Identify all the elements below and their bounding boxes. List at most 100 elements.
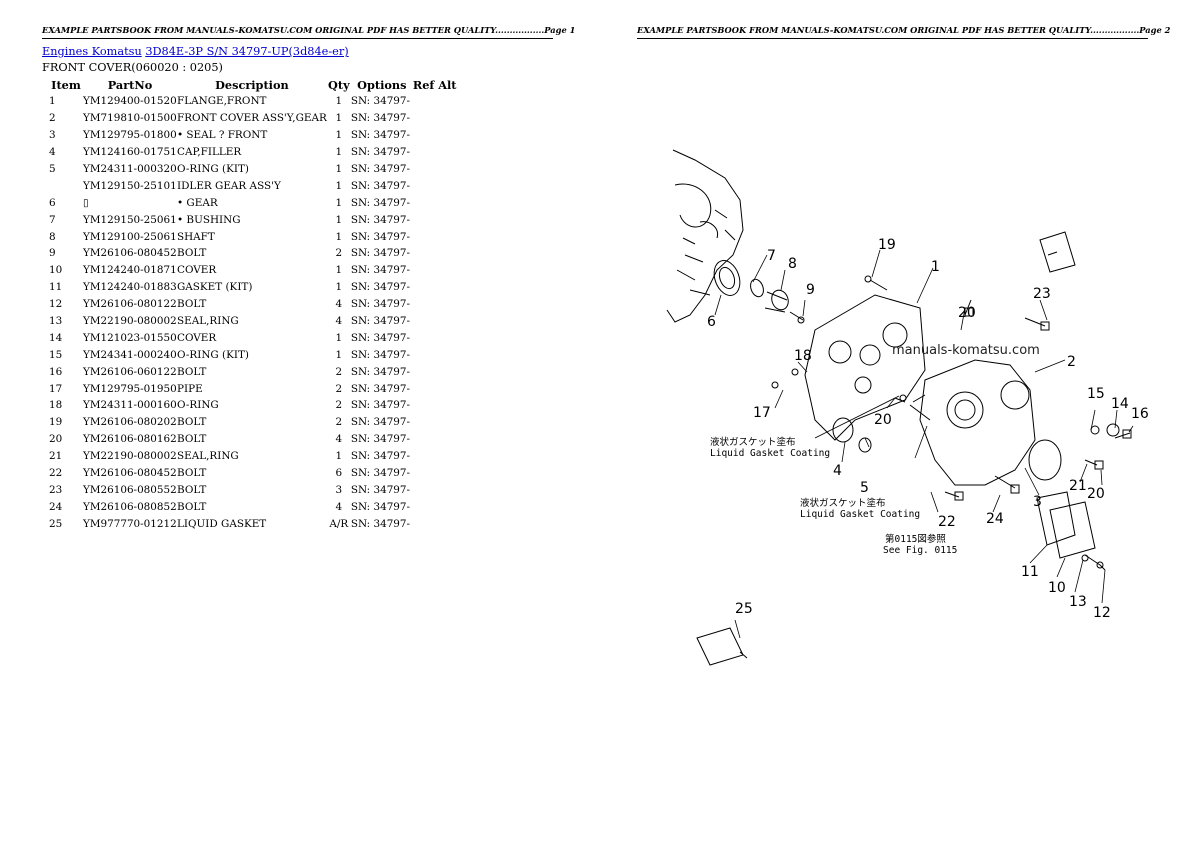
- breadcrumb-engines-link[interactable]: Engines Komatsu: [42, 45, 142, 58]
- liquid-gasket-tube-drawing: [696, 627, 748, 666]
- cell-ref-alt: [413, 465, 457, 482]
- cell-options: SN: 34797-: [350, 331, 411, 344]
- cell-options: SN: 34797-: [350, 264, 411, 277]
- cell-item: 4: [49, 146, 56, 159]
- cell-description: BOLT: [177, 500, 207, 513]
- cell-options: SN: 34797-: [350, 500, 411, 513]
- note-see-fig-jp: 第0115図参照: [885, 533, 946, 545]
- cell-description: • BUSHING: [177, 213, 241, 226]
- cell-options: SN: 34797-: [350, 450, 411, 463]
- cell-options: SN: 34797-: [350, 433, 411, 446]
- cell-ref-alt: [413, 363, 457, 380]
- cell-ref-alt: [413, 194, 457, 211]
- cell-description: CAP,FILLER: [177, 146, 242, 159]
- cell-options: SN: 34797-: [350, 179, 411, 192]
- cell-partno: YM121023-01550: [83, 331, 177, 344]
- callout-25: 25: [735, 601, 753, 617]
- cell-item: [42, 177, 83, 194]
- callout-19: 19: [878, 237, 896, 253]
- cell-qty: 2: [335, 365, 343, 378]
- cell-item: 1: [49, 95, 56, 108]
- cell-partno: YM124240-01871: [83, 264, 177, 277]
- cell-options: SN: 34797-: [350, 95, 411, 108]
- cell-ref-alt: [413, 329, 457, 346]
- breadcrumb-model-link[interactable]: 3D84E-3P S/N 34797-UP(3d84e-er): [145, 45, 349, 58]
- cell-description: FLANGE,FRONT: [177, 95, 267, 108]
- cell-ref-alt: [413, 93, 457, 110]
- cell-item: 23: [49, 483, 63, 496]
- cell-options: SN: 34797-: [350, 213, 411, 226]
- cell-qty: 1: [335, 129, 343, 142]
- cell-options: SN: 34797-: [350, 315, 411, 328]
- cell-description: PIPE: [177, 382, 203, 395]
- cell-options: SN: 34797-: [350, 483, 411, 496]
- cell-qty: 1: [335, 264, 343, 277]
- cell-description: • GEAR: [177, 196, 218, 209]
- cell-partno: YM22190-080002: [83, 450, 177, 463]
- callout-numbers: 1 2 3 4 5 6 7 8 9 10 11 12 13 14 15 16 1…: [707, 237, 1149, 621]
- callout-21: 21: [1069, 478, 1087, 494]
- cell-options: SN: 34797-: [350, 146, 411, 159]
- cell-item: 14: [49, 331, 63, 344]
- cell-item: 3: [49, 129, 56, 142]
- cell-qty: 2: [335, 382, 343, 395]
- cell-qty: 6: [335, 467, 343, 480]
- cell-item: 10: [49, 264, 63, 277]
- idler-gear-assembly-drawing: [713, 260, 805, 324]
- cell-description: SEAL,RING: [177, 315, 239, 328]
- cell-ref-alt: [413, 144, 457, 161]
- cell-ref-alt: [413, 515, 457, 532]
- cell-description: GASKET (KIT): [177, 281, 253, 294]
- cell-ref-alt: [413, 211, 457, 228]
- cell-item: 21: [49, 450, 63, 463]
- cell-qty: 1: [335, 331, 343, 344]
- cell-item: 19: [49, 416, 63, 429]
- cell-ref-alt: [413, 397, 457, 414]
- cell-partno: YM129150-25101: [83, 179, 177, 192]
- cell-ref-alt: [413, 262, 457, 279]
- cell-qty: A/R: [329, 517, 349, 530]
- callout-7: 7: [767, 248, 776, 264]
- cell-description: O-RING (KIT): [177, 348, 249, 361]
- cell-partno: YM124240-01883: [83, 281, 177, 294]
- cell-description: BOLT: [177, 298, 207, 311]
- cell-qty: 1: [335, 213, 343, 226]
- cell-qty: 2: [335, 416, 343, 429]
- cell-item: 6: [49, 196, 56, 209]
- callout-13: 13: [1069, 594, 1087, 610]
- cell-description: IDLER GEAR ASS'Y: [177, 179, 281, 192]
- cell-qty: 1: [335, 281, 343, 294]
- callout-17: 17: [753, 405, 771, 421]
- note-liquid-gasket-jp-2: 液状ガスケット塗布: [800, 497, 886, 509]
- callout-20-b: 20: [874, 412, 892, 428]
- cell-item: 12: [49, 298, 63, 311]
- page-header-left: EXAMPLE PARTSBOOK FROM MANUALS-KOMATSU.C…: [42, 25, 575, 39]
- cell-partno: YM24311-000160: [83, 399, 177, 412]
- cell-partno: ▯: [83, 196, 89, 209]
- cell-ref-alt: [413, 498, 457, 515]
- cell-ref-alt: [413, 346, 457, 363]
- cell-ref-alt: [413, 161, 457, 178]
- exploded-parts-diagram: manuals-komatsu.com 液状ガスケット塗布 Liquid Gas…: [666, 149, 1149, 666]
- cell-qty: 1: [335, 163, 343, 175]
- callout-22: 22: [938, 514, 956, 530]
- cell-ref-alt: [413, 313, 457, 330]
- cell-ref-alt: [413, 110, 457, 127]
- cell-options: SN: 34797-: [350, 365, 411, 378]
- cell-partno: YM26106-060122: [83, 365, 177, 378]
- cell-description: BOLT: [177, 483, 207, 496]
- cell-ref-alt: [413, 380, 457, 397]
- cell-description: BOLT: [177, 365, 207, 378]
- cell-partno: YM129150-25061: [83, 213, 177, 226]
- cell-qty: 2: [335, 247, 343, 260]
- cell-qty: 4: [335, 298, 343, 311]
